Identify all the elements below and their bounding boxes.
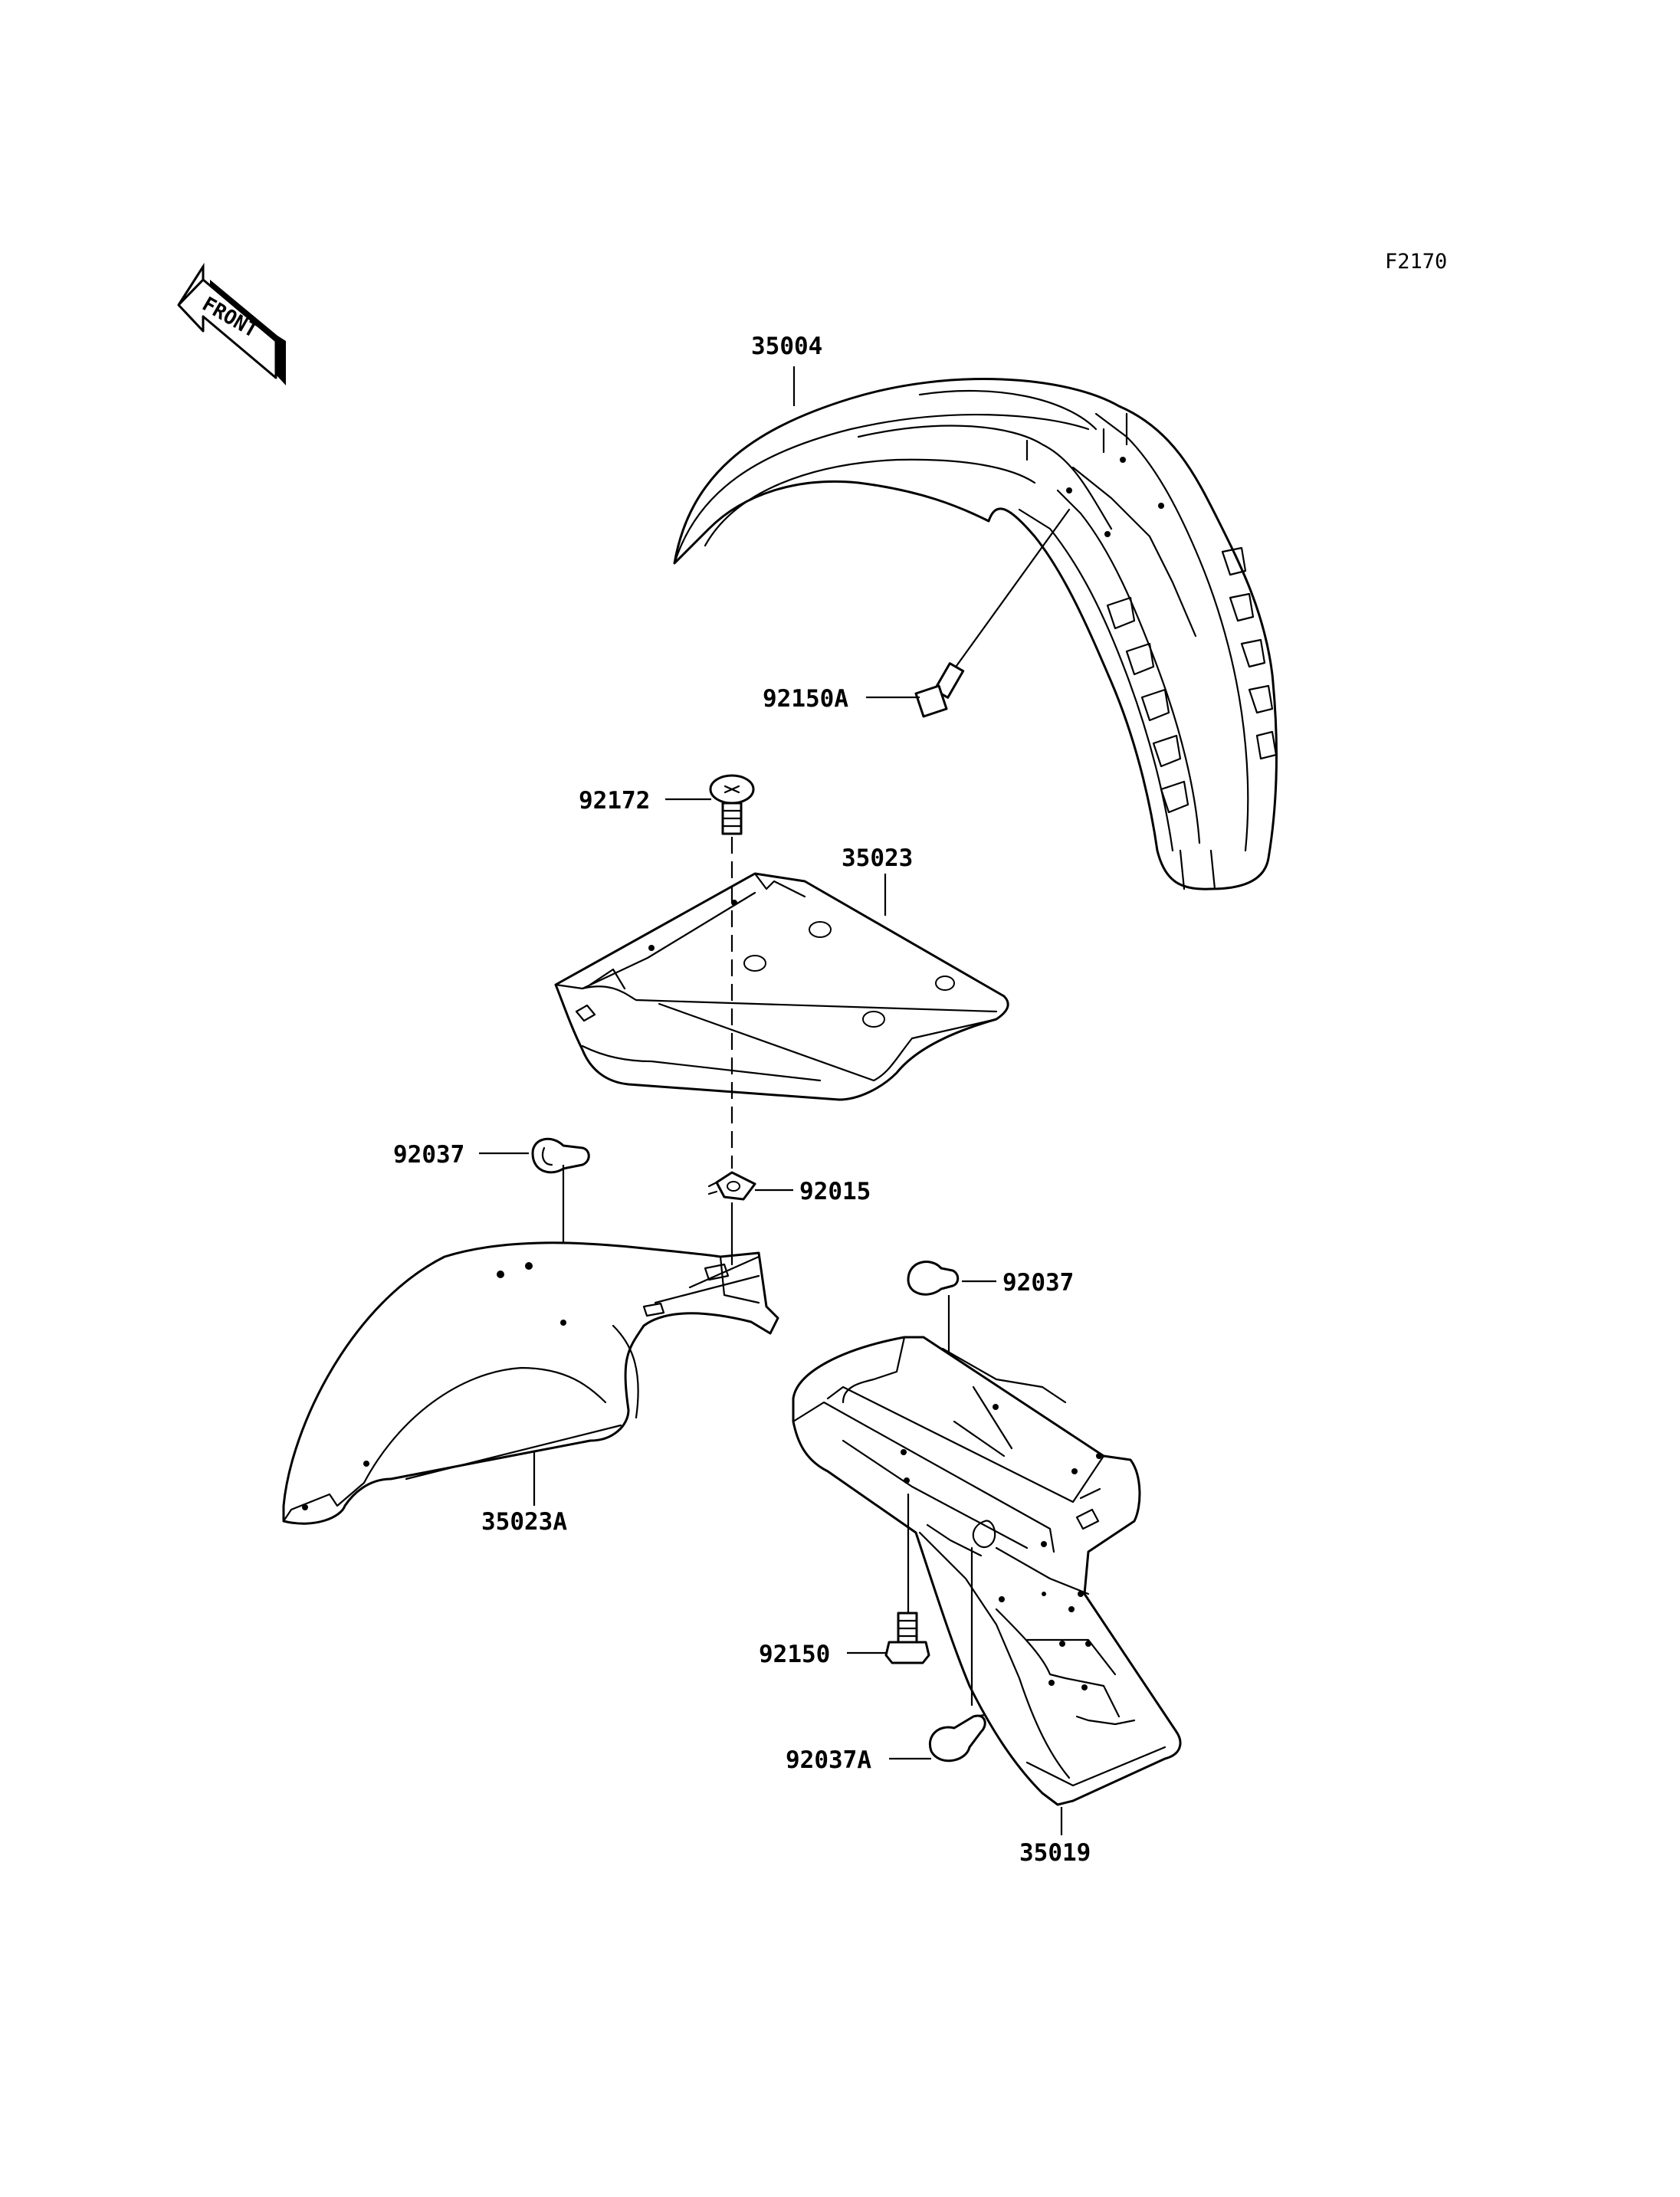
rear-flap-35023: 35023 xyxy=(554,844,1009,1101)
label-35023A: 35023A xyxy=(481,1508,567,1536)
bolt-92150A: 92150A xyxy=(763,508,1071,718)
label-92037-right: 92037 xyxy=(1002,1269,1074,1297)
clamp-92037-left: 92037 xyxy=(393,1137,590,1318)
figure-code: F2170 xyxy=(1385,250,1447,274)
front-fender-35004: 35004 xyxy=(673,333,1278,890)
label-92150A: 92150A xyxy=(763,685,848,713)
label-92150: 92150 xyxy=(759,1641,830,1668)
clamp-92037A: 92037A xyxy=(786,1546,992,1774)
label-92037-left: 92037 xyxy=(393,1141,464,1169)
label-35023: 35023 xyxy=(842,844,913,872)
label-35019: 35019 xyxy=(1019,1839,1091,1867)
rear-fender-35019: 35019 xyxy=(792,1336,1182,1867)
inner-fender-35023A: 35023A xyxy=(282,1241,779,1536)
label-92015: 92015 xyxy=(799,1178,871,1205)
label-92037A: 92037A xyxy=(786,1746,871,1774)
clip-nut-92015: 92015 xyxy=(707,1171,871,1205)
screw-92172: 92172 xyxy=(579,774,755,835)
bolt-92150: 92150 xyxy=(759,1493,930,1668)
front-arrow-icon: FRONT xyxy=(177,262,286,385)
label-35004: 35004 xyxy=(751,333,822,360)
label-92172: 92172 xyxy=(579,787,650,815)
clamp-92037-right: 92037 xyxy=(907,1261,1074,1452)
